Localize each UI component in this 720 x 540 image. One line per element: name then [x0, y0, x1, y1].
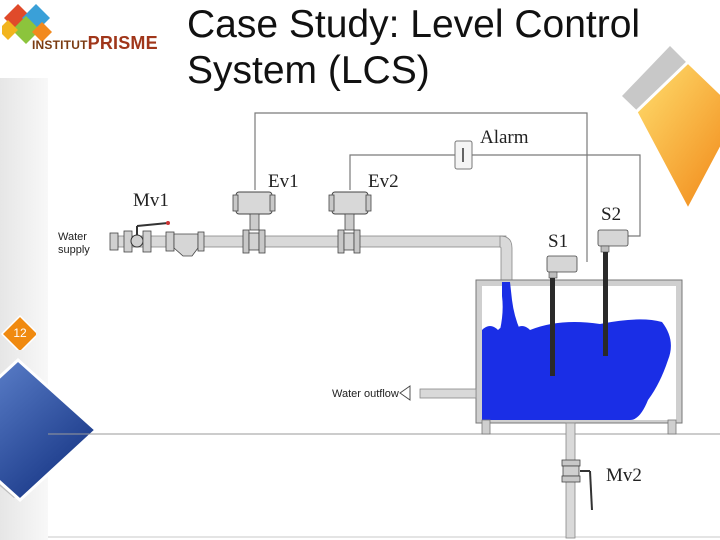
label-water-outflow: Water outflow [332, 388, 399, 400]
page-number-badge [0, 314, 36, 350]
logo-word-prisme: PRISME [87, 33, 158, 53]
label-s2: S2 [601, 204, 622, 225]
label-water-supply-line2: supply [58, 244, 90, 256]
slide-title-line2: System (LCS) [187, 49, 430, 92]
tank-water [482, 319, 671, 420]
ev2-valve [328, 191, 372, 254]
slide-title-line1: Case Study: Level Control [187, 3, 641, 46]
logo-word-institut: INSTITUT [32, 38, 88, 52]
label-s1: S1 [548, 231, 569, 252]
strainer [165, 231, 205, 257]
mv2-valve [561, 459, 593, 511]
label-mv1: Mv1 [133, 190, 169, 211]
inflow-water-jet [500, 282, 520, 330]
orange-diamond-decoration [634, 59, 720, 214]
ev1-valve [232, 191, 276, 254]
label-ev1: Ev1 [268, 171, 299, 192]
mv1-valve [109, 221, 170, 253]
institut-prisme-logo: INSTITUTPRISME [0, 2, 178, 80]
logo-mark [0, 4, 52, 44]
label-alarm: Alarm [480, 127, 529, 148]
logo-wordmark: INSTITUTPRISME [32, 33, 158, 54]
sensor-s2 [597, 229, 629, 356]
label-mv2: Mv2 [606, 465, 642, 486]
page-number: 12 [13, 326, 27, 340]
tank [475, 279, 683, 435]
outflow-pipe [399, 385, 477, 401]
label-ev2: Ev2 [368, 171, 399, 192]
signal-wires [254, 112, 641, 262]
label-water-supply-line1: Water [58, 231, 87, 243]
blue-diamond-decoration [0, 357, 99, 503]
slide-title: Case Study: Level Control System (LCS) [187, 2, 707, 94]
sensor-s1 [546, 255, 578, 376]
alarm-device [454, 140, 473, 170]
